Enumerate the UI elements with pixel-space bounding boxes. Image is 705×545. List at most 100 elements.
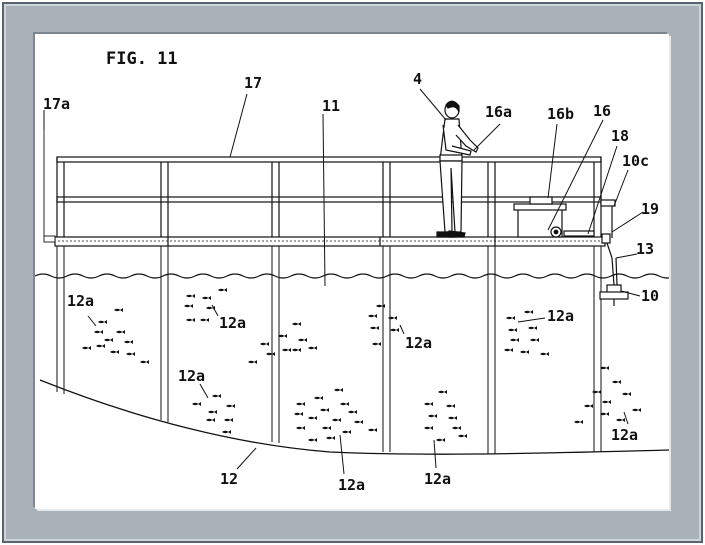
fish	[94, 330, 103, 334]
railing-17	[56, 156, 602, 237]
fish	[436, 438, 445, 442]
fish	[524, 310, 533, 314]
label-12a-6: 12a	[338, 476, 365, 494]
fish	[308, 416, 317, 420]
label-17a: 17a	[43, 95, 70, 113]
label-12a-3: 12a	[405, 334, 432, 352]
fish	[354, 420, 363, 424]
figure-title: FIG. 11	[106, 49, 178, 69]
fish	[508, 328, 517, 332]
fish	[202, 296, 211, 300]
fish	[632, 408, 641, 412]
person-4	[436, 100, 479, 238]
fish	[212, 394, 221, 398]
fish	[298, 338, 307, 342]
fish	[458, 434, 467, 438]
fish	[428, 414, 437, 418]
fish	[222, 430, 231, 434]
fish	[226, 404, 235, 408]
fish	[574, 420, 583, 424]
fish	[602, 400, 611, 404]
label-10c: 10c	[622, 152, 649, 170]
fish	[104, 338, 113, 342]
fish	[388, 316, 397, 320]
fish	[292, 348, 301, 352]
label-16a: 16a	[485, 103, 512, 121]
leader-lines	[43, 88, 644, 475]
fish	[208, 410, 217, 414]
label-19: 19	[641, 200, 659, 218]
fish	[510, 338, 519, 342]
seabed-line-12	[39, 379, 669, 455]
label-13: 13	[636, 240, 654, 258]
fish	[368, 314, 377, 318]
fish	[124, 340, 133, 344]
fish	[218, 288, 227, 292]
label-16b: 16b	[547, 105, 574, 123]
fish	[612, 380, 621, 384]
fish	[342, 430, 351, 434]
fish	[186, 294, 195, 298]
fish	[452, 426, 461, 430]
fish	[116, 330, 125, 334]
fish	[296, 426, 305, 430]
fish	[186, 318, 195, 322]
fish	[372, 342, 381, 346]
reference-labels: 4 16a 16b 16 18 10c 19 13 10 17 17a 11 1…	[43, 70, 659, 494]
fish	[292, 322, 301, 326]
label-12a-2: 12a	[219, 314, 246, 332]
fish	[126, 352, 135, 356]
label-18: 18	[611, 127, 629, 145]
fish	[260, 342, 269, 346]
label-12a-4: 12a	[547, 307, 574, 325]
fish	[520, 350, 529, 354]
fish	[248, 360, 257, 364]
fish	[266, 352, 275, 356]
fish	[376, 304, 385, 308]
label-12a-5: 12a	[178, 367, 205, 385]
fish	[282, 348, 291, 352]
fish	[308, 346, 317, 350]
label-4: 4	[413, 70, 422, 88]
fish	[424, 402, 433, 406]
fish	[98, 320, 107, 324]
water-surface-line	[35, 273, 669, 279]
label-12a-8: 12a	[611, 426, 638, 444]
fish	[294, 412, 303, 416]
label-17: 17	[244, 74, 262, 92]
fish	[82, 346, 91, 350]
fish	[320, 408, 329, 412]
fish	[110, 350, 119, 354]
fish	[96, 344, 105, 348]
fish	[504, 348, 513, 352]
label-16: 16	[593, 102, 611, 120]
fish	[370, 326, 379, 330]
fish	[424, 426, 433, 430]
fish	[506, 316, 515, 320]
fish	[528, 326, 537, 330]
label-10: 10	[641, 287, 659, 305]
fish	[314, 396, 323, 400]
fish	[438, 390, 447, 394]
fish	[368, 428, 377, 432]
label-12a-1: 12a	[67, 292, 94, 310]
net-posts	[56, 244, 602, 454]
fish	[390, 328, 399, 332]
fish	[322, 426, 331, 430]
label-11: 11	[322, 97, 340, 115]
fish	[192, 402, 201, 406]
fish	[308, 438, 317, 442]
fish	[332, 418, 341, 422]
label-12a-7: 12a	[424, 470, 451, 488]
fish	[348, 410, 357, 414]
fish	[334, 388, 343, 392]
fish	[206, 418, 215, 422]
fish	[326, 436, 335, 440]
fish	[296, 402, 305, 406]
fish	[340, 402, 349, 406]
fish	[584, 404, 593, 408]
fish	[540, 352, 549, 356]
fish	[530, 338, 539, 342]
fish	[622, 392, 631, 396]
